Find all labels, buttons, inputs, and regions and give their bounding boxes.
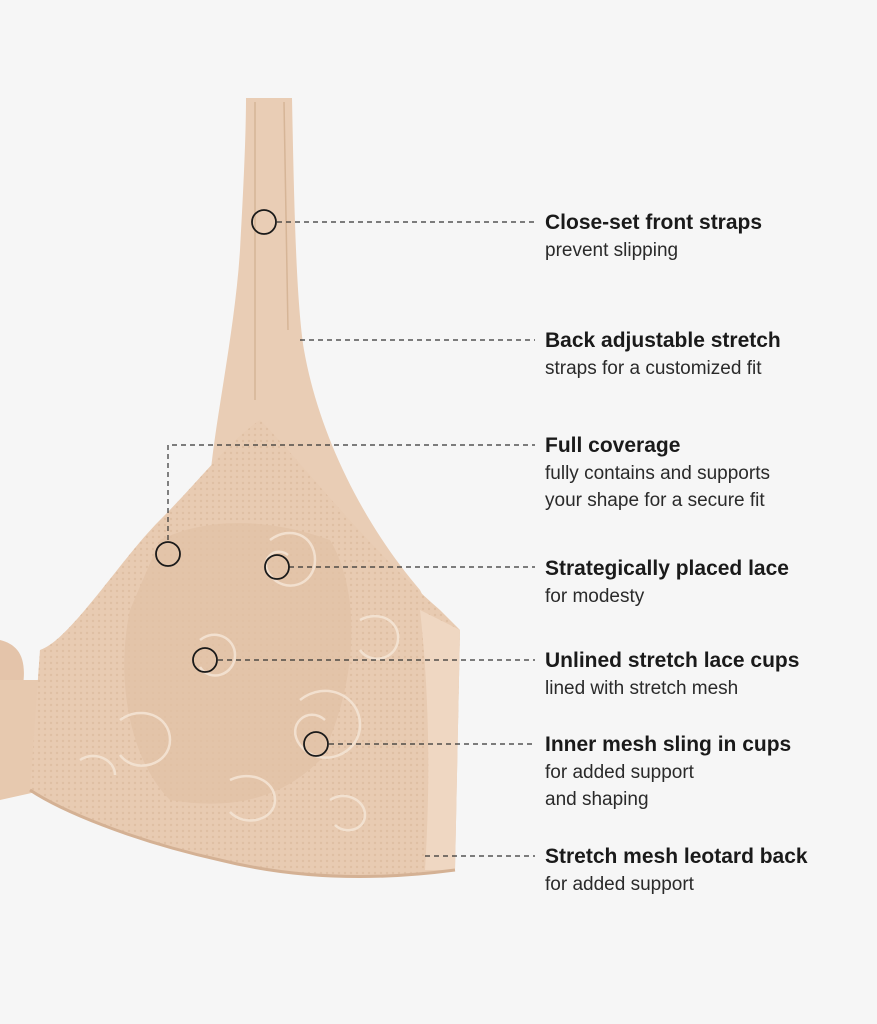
callout-inner-sling: Inner mesh sling in cups for added suppo… (545, 731, 791, 813)
callout-line: for added support (545, 874, 694, 895)
callout-title: Back adjustable stretch (545, 329, 781, 352)
callout-description: straps for a customized fit (545, 355, 781, 382)
callout-line: and shaping (545, 789, 649, 810)
callout-line: for added support (545, 762, 694, 783)
callout-description: lined with stretch mesh (545, 675, 799, 702)
leader-lines (167, 221, 535, 857)
callout-title: Stretch mesh leotard back (545, 845, 808, 868)
callout-line: for modesty (545, 586, 645, 607)
callout-line: fully contains and supports (545, 463, 770, 484)
callout-title: Full coverage (545, 434, 681, 457)
callout-title: Strategically placed lace (545, 557, 789, 580)
callout-leotard-back: Stretch mesh leotard back for added supp… (545, 843, 808, 898)
feature-markers (155, 209, 329, 757)
callout-line: lined with stretch mesh (545, 678, 739, 699)
marker-stretch-lace-cups (192, 647, 218, 673)
callout-stretch-lace-cups: Unlined stretch lace cups lined with str… (545, 647, 799, 702)
callout-description: for added support and shaping (545, 759, 791, 813)
marker-inner-sling (303, 731, 329, 757)
callout-description: prevent slipping (545, 237, 762, 264)
callout-line: straps for a customized fit (545, 358, 762, 379)
callout-placed-lace: Strategically placed lace for modesty (545, 555, 789, 610)
callout-title: Unlined stretch lace cups (545, 649, 800, 672)
callout-title: Inner mesh sling in cups (545, 733, 792, 756)
callout-front-straps: Close-set front straps prevent slipping (545, 209, 762, 264)
callout-description: for modesty (545, 583, 789, 610)
callout-full-coverage: Full coverage fully contains and support… (545, 432, 770, 514)
callout-description: fully contains and supports your shape f… (545, 460, 770, 514)
callout-description: for added support (545, 871, 808, 898)
callout-title: Close-set front straps (545, 211, 763, 234)
marker-front-straps (251, 209, 277, 235)
callout-line: your shape for a secure fit (545, 490, 765, 511)
leotard-back-panel (420, 610, 460, 870)
marker-placed-lace (264, 554, 290, 580)
callout-back-straps: Back adjustable stretch straps for a cus… (545, 327, 781, 382)
callout-line: prevent slipping (545, 240, 679, 261)
underwire-seam (29, 788, 456, 879)
marker-full-coverage (155, 541, 181, 567)
